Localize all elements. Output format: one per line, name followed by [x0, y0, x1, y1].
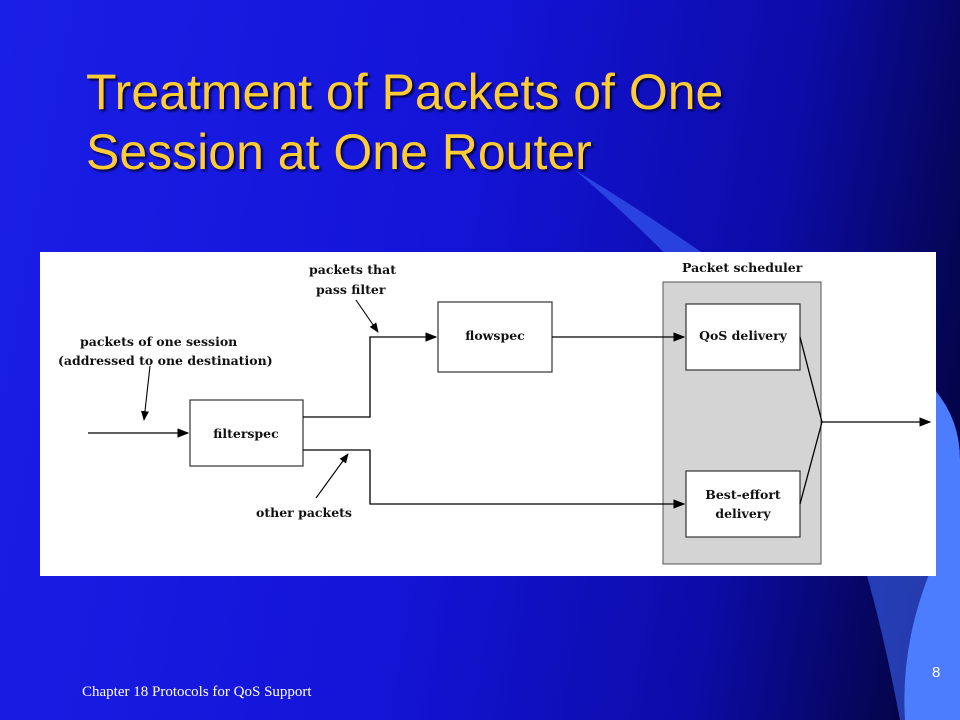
best-effort-merge-line — [799, 421, 823, 505]
other-packets-label: other packets — [256, 505, 352, 520]
pass-filter-pointer-arrow — [355, 299, 379, 333]
best-effort-label-line-1: Best-effort — [705, 487, 781, 502]
best-effort-box — [685, 470, 801, 538]
slide-title: Treatment of Packets of One Session at O… — [86, 62, 906, 182]
flowspec-label: flowspec — [465, 328, 525, 343]
packets-session-label-line-1: packets of one session — [80, 334, 237, 349]
background-right-band — [904, 390, 960, 720]
session-pointer-arrow — [141, 365, 151, 421]
packet-scheduler-label: Packet scheduler — [682, 260, 803, 275]
slide-footer: Chapter 18 Protocols for QoS Support — [82, 684, 312, 700]
qos-merge-line — [799, 336, 823, 423]
best-effort-label-line-2: delivery — [715, 506, 771, 521]
other-packets-pointer-arrow — [315, 453, 349, 499]
diagram-panel: Packet scheduler filterspec flowspec QoS… — [40, 252, 936, 576]
filter-to-flowspec-arrow — [303, 332, 438, 418]
pass-filter-label-line-1: packets that — [309, 262, 396, 277]
filterspec-label: filterspec — [213, 426, 279, 441]
slide-title-line-2: Session at One Router — [86, 124, 592, 180]
filterspec-box — [189, 399, 304, 467]
page-number: 8 — [932, 664, 941, 681]
packets-session-label-line-2: (addressed to one destination) — [58, 353, 273, 368]
slide-title-line-1: Treatment of Packets of One — [86, 64, 724, 120]
qos-delivery-label: QoS delivery — [699, 328, 788, 343]
pass-filter-label-line-2: pass filter — [316, 282, 386, 297]
filter-to-best-effort-arrow — [303, 449, 686, 509]
router-diagram: Packet scheduler filterspec flowspec QoS… — [58, 260, 932, 565]
